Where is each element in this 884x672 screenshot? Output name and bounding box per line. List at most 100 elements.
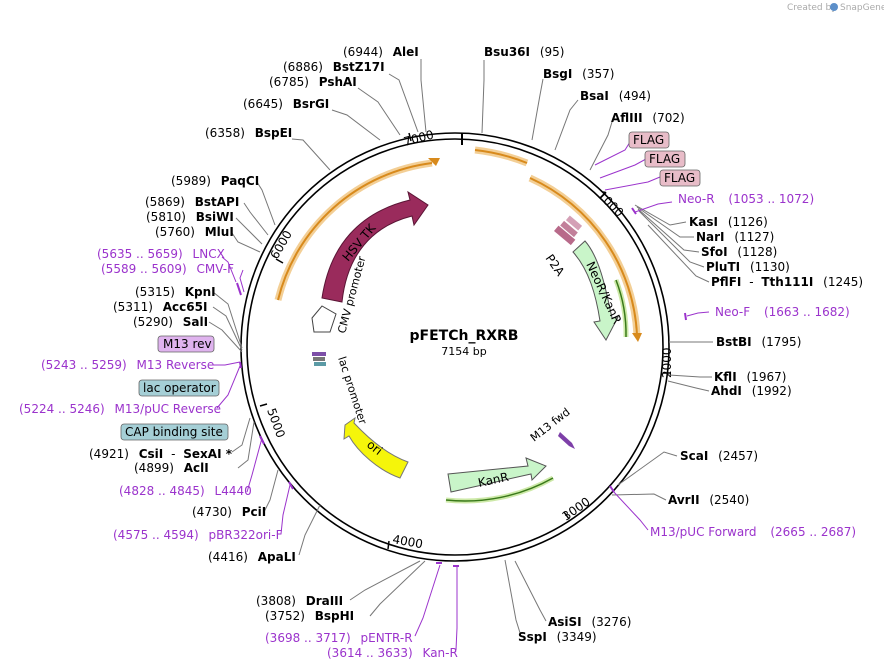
leader-apali — [298, 504, 321, 556]
primer-mark-pbr322 — [288, 481, 294, 490]
leader-bstapi — [243, 202, 269, 236]
primer-lncx-range: (5635 .. 5659) — [97, 247, 183, 261]
leader-sspi — [504, 559, 522, 637]
enzyme-csii-pos: (4921) — [89, 447, 129, 461]
tick-3000: 3000 — [560, 494, 593, 523]
enzyme-bsgi-pos: (357) — [582, 67, 614, 81]
enzyme-bsiwi: (5810) BsiWI — [146, 210, 234, 224]
enzyme-pflfi-pos: (1245) — [823, 275, 863, 289]
enzyme-tth111i-name: Tth111I — [761, 275, 813, 289]
enzyme-acc65i-name: Acc65I — [163, 300, 208, 314]
tick-4000: 4000 — [391, 532, 424, 551]
leader-csii — [231, 417, 251, 453]
leader-lncx — [221, 256, 237, 283]
enzyme-scai-name: ScaI — [680, 449, 708, 463]
credit-brand: SnapGene — [840, 3, 884, 13]
p2a-segment — [554, 225, 576, 246]
enzyme-bsrgi-name: BsrGI — [293, 97, 330, 111]
primer-m13-reverse-name: M13 Reverse — [137, 358, 215, 372]
cap-site — [314, 362, 326, 366]
leader-kfli — [668, 374, 712, 378]
flag-box-2 — [644, 150, 686, 168]
flag-segment-1 — [560, 220, 578, 238]
enzyme-acc65i: (5311) Acc65I — [113, 300, 207, 314]
enzyme-nari: NarI (1127) — [696, 230, 774, 244]
enzyme-sspi: SspI (3349) — [518, 630, 597, 644]
enzyme-apali: (4416) ApaLI — [208, 550, 296, 564]
enzyme-bstz17i-pos: (6886) — [283, 60, 323, 74]
plasmid-name: pFETCh_RXRB — [410, 328, 519, 344]
primer-neo-f-name: Neo-F — [715, 305, 750, 319]
leader-l4440 — [246, 437, 263, 493]
primer-cmvf: (5589 .. 5609) CMV-F — [101, 262, 234, 276]
leader-cmvf — [239, 269, 245, 293]
primer-pbr322ori-f-name: pBR322ori-F — [209, 528, 283, 542]
leader-bsai — [554, 99, 579, 151]
flag-segment-2 — [565, 215, 583, 231]
enzyme-pshai: (6785) PshAI — [269, 75, 357, 89]
tick-1000: 1000 — [595, 188, 626, 219]
leader-asisi — [514, 560, 547, 622]
tick-mark-6000 — [275, 258, 284, 264]
enzyme-mlui-pos: (5760) — [155, 225, 195, 239]
enzyme-asisi-name: AsiSI — [548, 615, 582, 629]
tick-2000: 2000 — [660, 347, 674, 378]
leader-flag-1 — [594, 141, 631, 166]
tick-mark-1000 — [599, 191, 607, 199]
enzyme-draiii-name: DraIII — [306, 594, 343, 608]
primer-pbr322ori-f: (4575 .. 4594) pBR322ori-F — [113, 528, 283, 542]
enzyme-draiii-pos: (3808) — [256, 594, 296, 608]
leader-acli — [237, 421, 255, 469]
leader-ahdi — [667, 380, 710, 392]
primer-mark-neof — [684, 312, 687, 321]
enzyme-apali-pos: (4416) — [208, 550, 248, 564]
flag-box-2-label: FLAG — [649, 152, 680, 166]
enzyme-nari-name: NarI — [696, 230, 725, 244]
primer-m13puc-reverse-range: (5224 .. 5246) — [19, 402, 105, 416]
enzyme-csii-dash: - — [171, 447, 175, 461]
primer-cmvf-name: CMV-F — [197, 262, 235, 276]
leader-nari — [636, 206, 694, 238]
enzyme-bsphi-pos: (3752) — [265, 609, 305, 623]
leader-sfoi — [637, 208, 700, 253]
kanr-orf-line — [445, 477, 554, 502]
enzyme-mlui: (5760) MluI — [155, 225, 234, 239]
enzyme-pluti-name: PluTI — [706, 260, 740, 274]
enzyme-bsgi-name: BsgI — [543, 67, 572, 81]
leader-draiii — [349, 560, 421, 601]
enzyme-pluti: PluTI (1130) — [706, 260, 790, 274]
leader-flag-2 — [599, 158, 647, 179]
primer-pentr-r-name: pENTR-R — [361, 631, 413, 645]
enzyme-draiii: (3808) DraIII — [256, 594, 343, 608]
primer-pbr322ori-f-range: (4575 .. 4594) — [113, 528, 199, 542]
leader-pcii — [263, 469, 279, 513]
enzyme-leader-lines — [208, 59, 713, 637]
enzyme-alei-pos: (6944) — [343, 45, 383, 59]
orf-arc-3-line — [277, 162, 433, 301]
tick-7000: 7000 — [402, 127, 435, 148]
flag-box-3-label: FLAG — [664, 171, 695, 185]
leader-paqci — [256, 181, 276, 226]
primer-m13puc-forward-range: (2665 .. 2687) — [770, 525, 856, 539]
tick-mark-3000 — [563, 511, 570, 520]
tick-mark-4000 — [387, 540, 390, 550]
leader-bsu36i — [481, 60, 485, 134]
primer-mark-neor — [631, 207, 637, 215]
primer-l4440-name: L4440 — [215, 484, 252, 498]
cap-binding-site-box — [120, 423, 229, 441]
lac-operator-box-label: lac operator — [143, 381, 216, 395]
neor-orf-line — [615, 279, 627, 338]
leader-scai — [617, 451, 678, 486]
leader-alei — [420, 59, 427, 133]
primer-m13puc-reverse-name: M13/pUC Reverse — [115, 402, 222, 416]
cap-binding-site-box-label: CAP binding site — [125, 425, 223, 439]
leader-pentr — [414, 564, 441, 637]
primer-neo-r: Neo-R (1053 .. 1072) — [678, 192, 814, 206]
primer-mark-l4440 — [259, 435, 265, 445]
enzyme-pcii: (4730) PciI — [192, 505, 266, 519]
flag-box-3 — [659, 169, 701, 187]
lac-promoter-label: lac promoter — [335, 355, 369, 426]
leader-acc65i — [212, 306, 243, 351]
enzyme-bsu36i-pos: (95) — [540, 45, 565, 59]
leader-pshai — [357, 87, 401, 136]
